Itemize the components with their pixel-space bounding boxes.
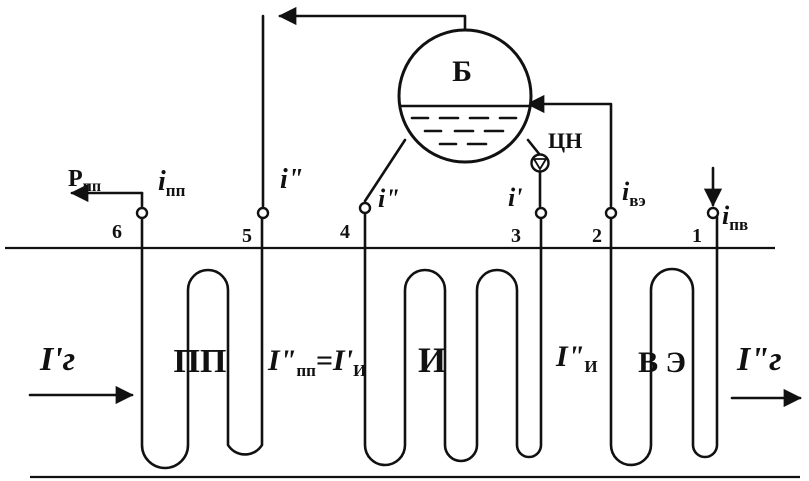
enthalpy-drum-steam: i"	[280, 164, 303, 195]
gas-inlet-label: I'г	[39, 341, 75, 378]
point-number-3: 3	[511, 225, 521, 247]
economizer-coil	[609, 211, 719, 467]
node-2	[604, 206, 618, 220]
enthalpy-economizer-out: iвэ	[622, 177, 646, 210]
riser-pipe	[363, 138, 407, 203]
downcomer-pipe	[526, 138, 542, 157]
economizer-label: В Э	[638, 346, 686, 379]
point-number-4: 4	[340, 221, 350, 243]
economizer-to-drum-pipe	[526, 94, 613, 208]
point-number-6: 6	[112, 221, 122, 243]
drum-water-dashes	[410, 116, 518, 146]
node-3	[534, 206, 548, 220]
superheater-label: ПП	[174, 343, 227, 380]
gas-outlet-label: I"г	[736, 341, 782, 378]
circulation-pump: ЦН	[530, 128, 582, 173]
drum-label: Б	[452, 55, 472, 88]
point-number-1: 1	[692, 225, 702, 247]
enthalpy-superheated: iпп	[158, 166, 186, 200]
pump-label: ЦН	[548, 128, 582, 153]
node-5	[256, 206, 270, 220]
node-6	[135, 206, 149, 220]
enthalpy-riser: i"	[378, 184, 400, 213]
evaporator-label: И	[418, 340, 446, 380]
point-number-2: 2	[592, 225, 602, 247]
superheater-coil	[140, 211, 264, 470]
pressure-outlet-label: Pпп	[68, 166, 101, 195]
drum-shell	[397, 28, 533, 164]
enthalpy-feedwater: iпв	[722, 201, 748, 234]
point-number-5: 5	[242, 225, 252, 247]
evaporator-coil	[363, 206, 543, 467]
pump-triangle-icon	[532, 158, 548, 171]
gas-after-evaporator-label: I"И	[555, 340, 598, 376]
node-1	[706, 206, 720, 220]
gas-between-pp-i-label: I"пп=I'И	[267, 344, 366, 380]
node-4	[358, 201, 372, 215]
drum: Б	[397, 28, 533, 164]
enthalpy-pump-out: i'	[508, 183, 522, 212]
